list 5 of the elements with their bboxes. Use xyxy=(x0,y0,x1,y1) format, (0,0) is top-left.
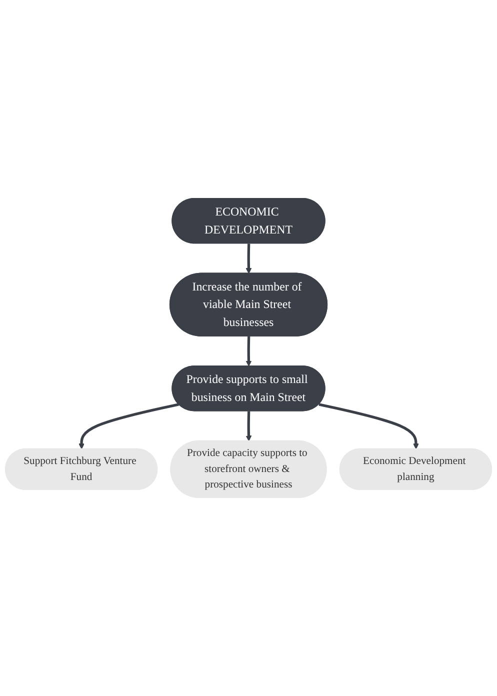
arrow xyxy=(246,411,252,442)
arrow xyxy=(246,336,252,366)
arrow xyxy=(78,403,179,450)
arrow xyxy=(318,403,419,450)
arrow xyxy=(246,244,252,274)
